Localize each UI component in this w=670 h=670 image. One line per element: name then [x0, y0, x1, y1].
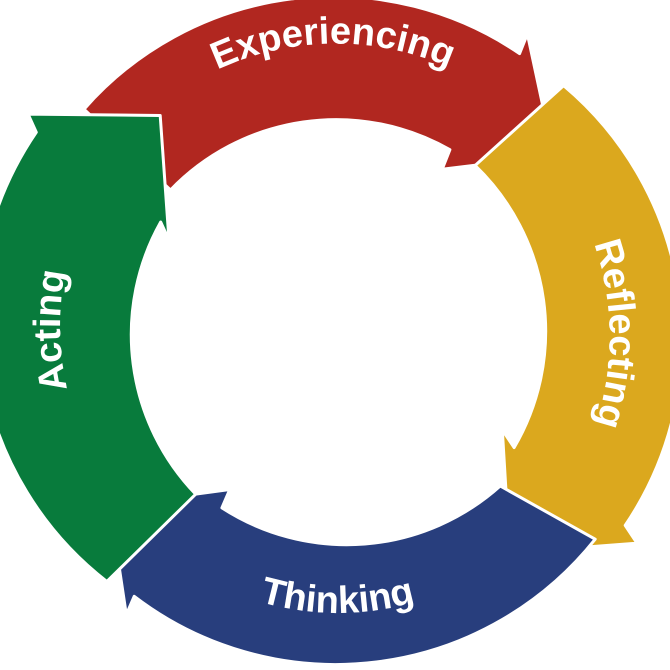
reflecting-arrow — [473, 84, 670, 555]
experiencing-arrow — [82, 0, 555, 192]
thinking-arrow — [108, 484, 597, 666]
acting-label: Acting — [27, 267, 76, 395]
acting-arrow — [0, 112, 198, 583]
